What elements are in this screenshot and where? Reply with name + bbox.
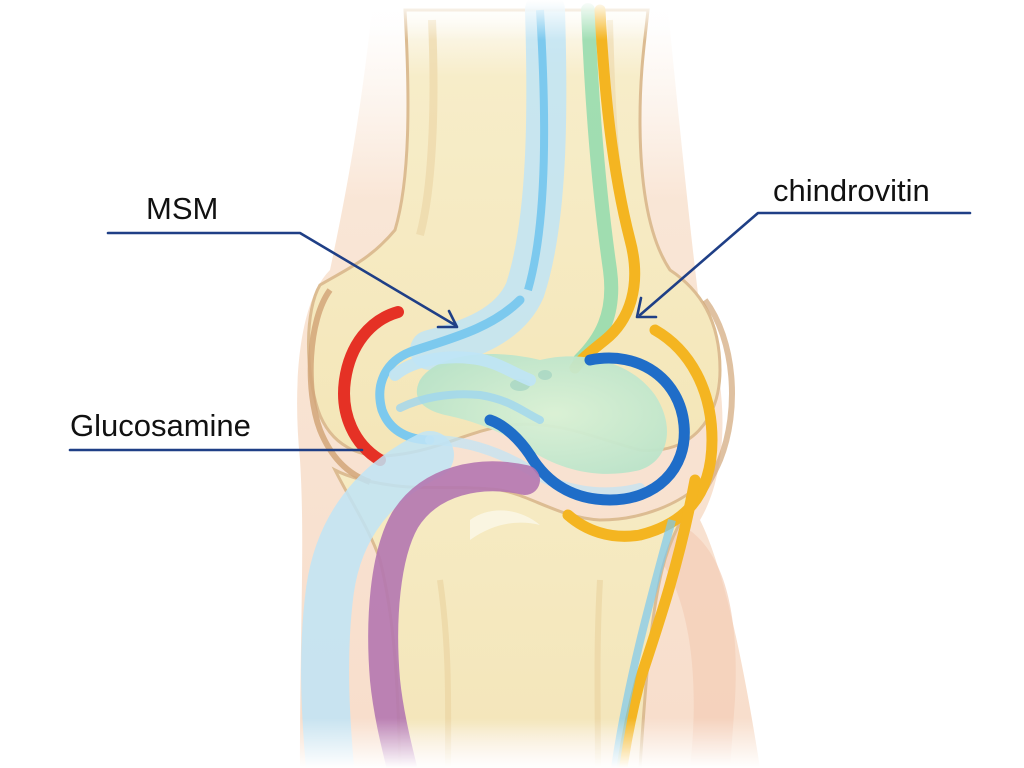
label-chondroitin: chindrovitin	[773, 173, 930, 208]
label-msm: MSM	[146, 191, 218, 226]
msm-callout: MSM	[106, 191, 459, 329]
ligament-mint-green	[573, 3, 619, 367]
meniscus-deep-blue	[484, 352, 690, 506]
ligament-red	[338, 306, 404, 466]
msm-arrowhead	[436, 309, 459, 329]
tendon-light-blue	[410, 0, 567, 370]
bottom-fade	[280, 718, 760, 768]
label-glucosamine: Glucosamine	[70, 408, 251, 443]
chondroitin-arrowhead	[635, 296, 658, 319]
chondroitin-callout: chindrovitin	[635, 173, 972, 319]
top-fade	[300, 0, 740, 40]
glucosamine-callout: Glucosamine	[68, 408, 364, 452]
msm-leader-line	[106, 231, 457, 327]
tendon-lower-blue	[301, 431, 454, 768]
chondroitin-leader-line	[638, 211, 972, 317]
tendon-purple	[368, 461, 540, 768]
